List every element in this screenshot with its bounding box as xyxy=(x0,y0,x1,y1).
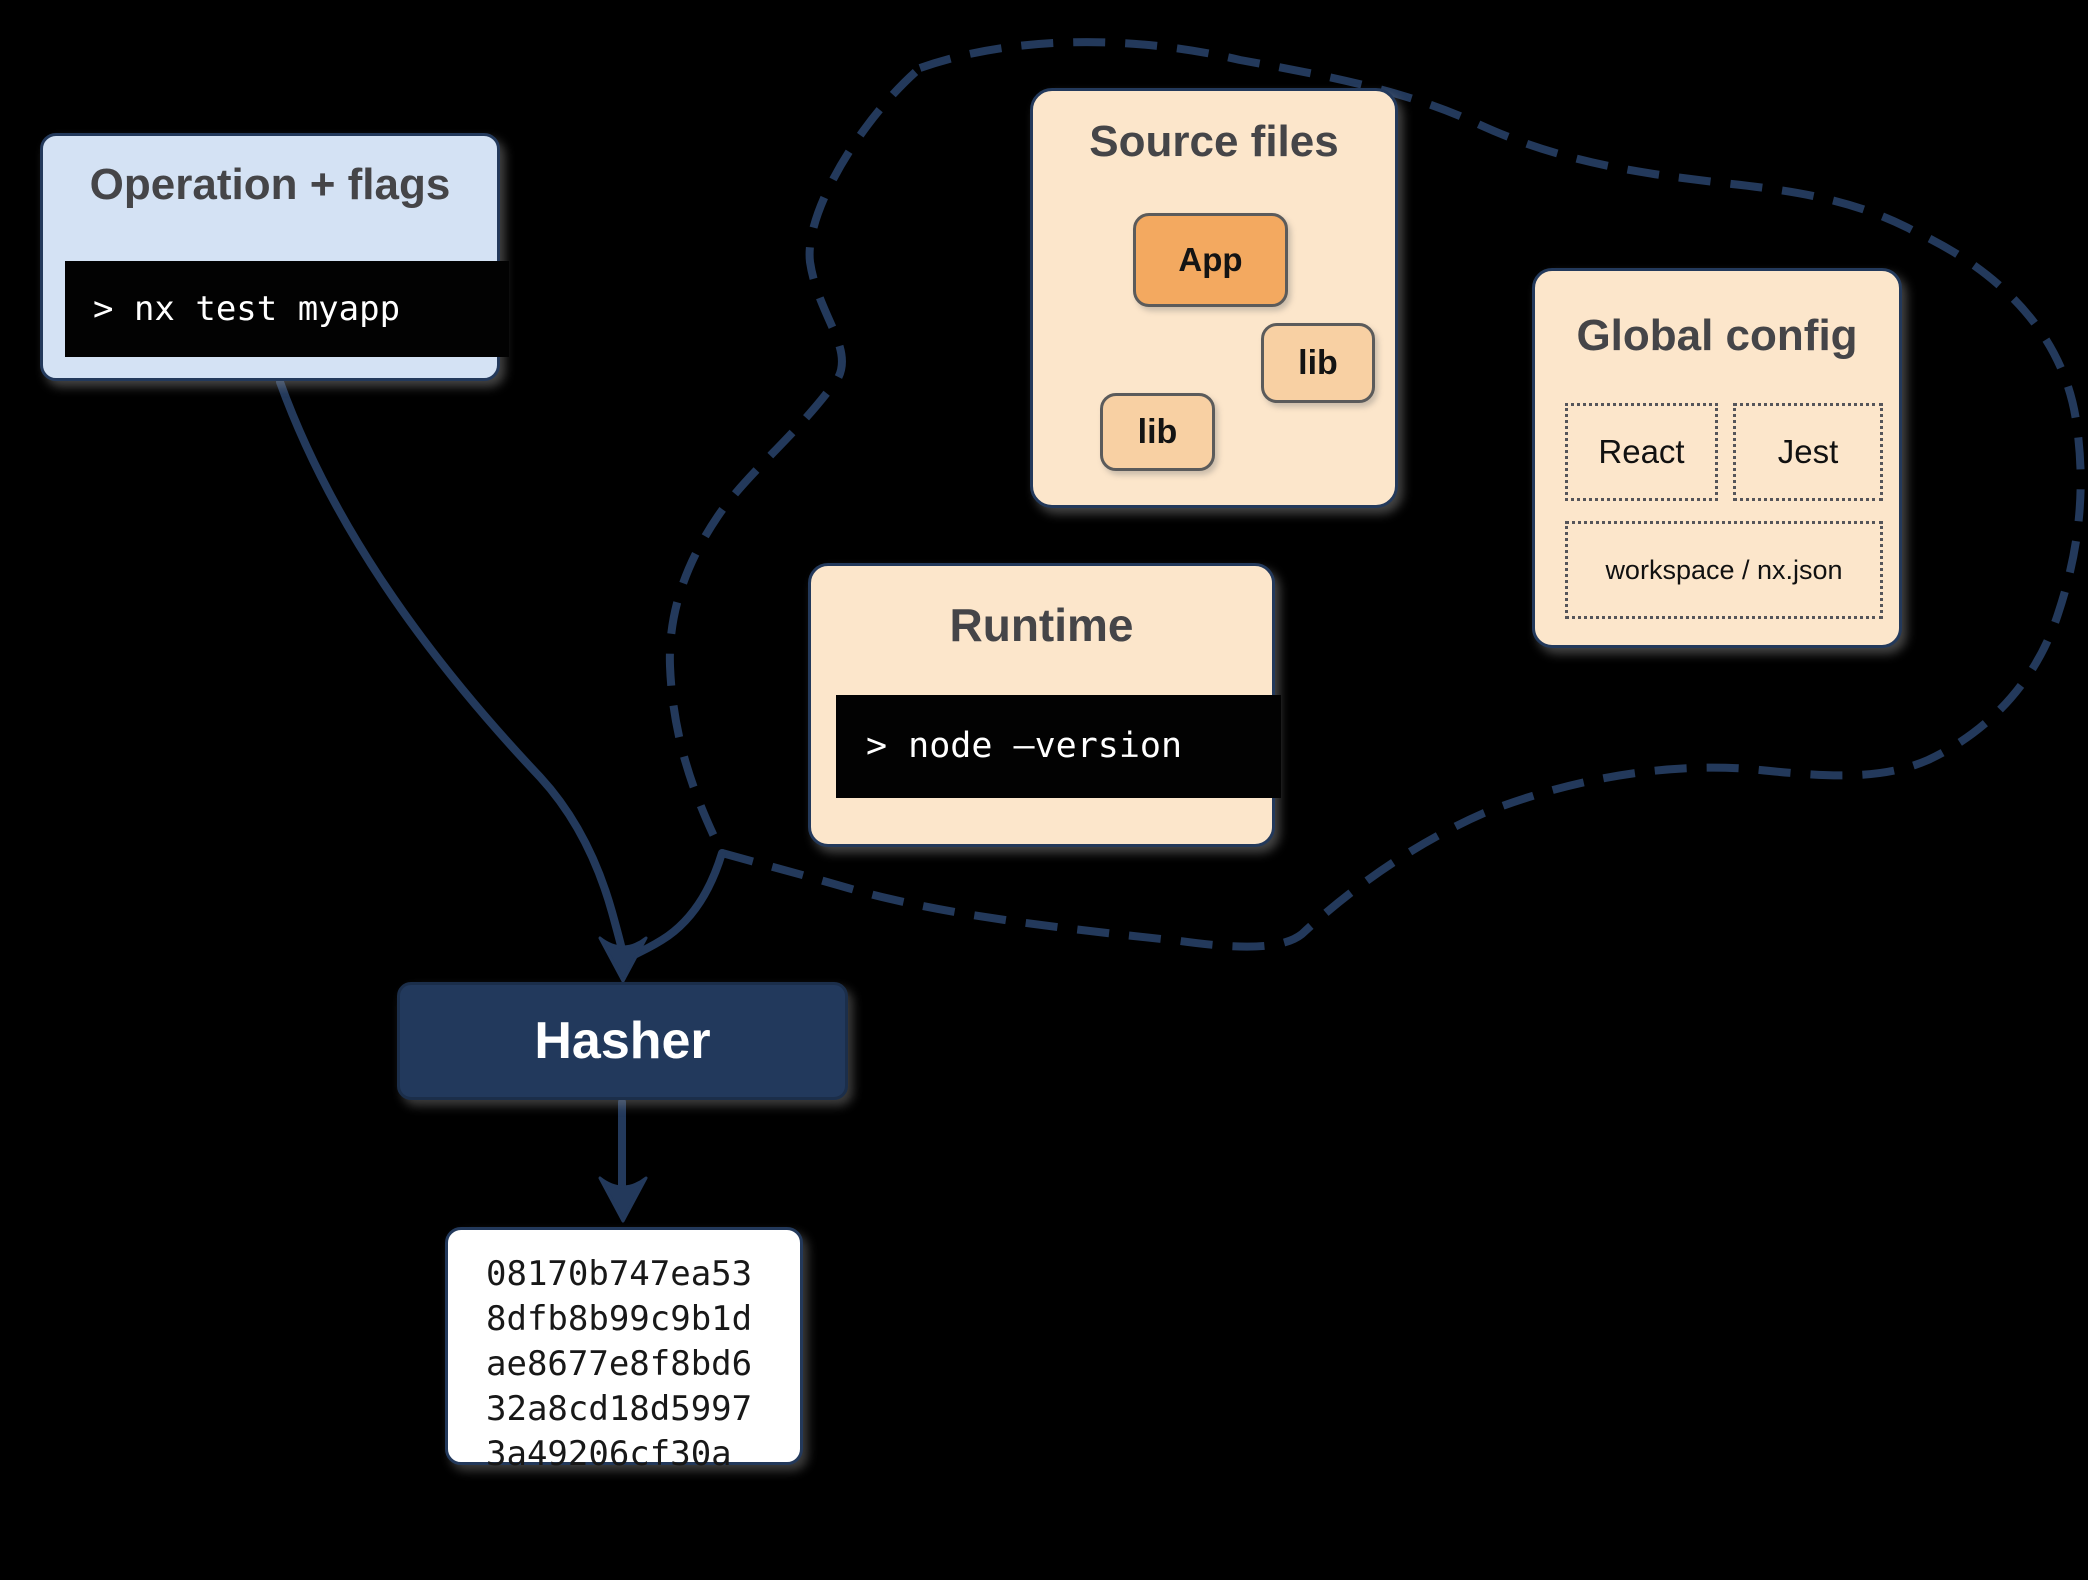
cloud-outline-dashed xyxy=(665,38,2085,951)
node-app: App xyxy=(1133,213,1288,307)
runtime-panel: Runtime > node –version xyxy=(808,563,1281,847)
runtime-title: Runtime xyxy=(949,599,1134,651)
hasher-node: Hasher xyxy=(397,982,848,1100)
node-lib-right: lib xyxy=(1261,323,1375,403)
hash-output-panel: 08170b747ea53 8dfb8b99c9b1d ae8677e8f8bd… xyxy=(445,1227,803,1474)
hash-output-value: 08170b747ea53 8dfb8b99c9b1d ae8677e8f8bd… xyxy=(486,1254,753,1474)
operation-flags-title: Operation + flags xyxy=(89,160,451,209)
node-lib-left: lib xyxy=(1100,393,1215,471)
global-config-title: Global config xyxy=(1576,311,1858,360)
source-files-title: Source files xyxy=(1089,117,1339,166)
arrowhead-into-hash xyxy=(598,1176,648,1223)
config-item-react: React xyxy=(1565,403,1718,501)
arrow-cloud-to-hasher xyxy=(632,849,726,958)
operation-flags-panel: Operation + flags > nx test myapp xyxy=(40,133,509,381)
source-files-panel: Source files App lib lib xyxy=(1030,88,1398,508)
config-item-jest: Jest xyxy=(1733,403,1883,501)
runtime-terminal: > node –version xyxy=(836,695,1281,798)
config-item-workspace-nxjson: workspace / nx.json xyxy=(1565,521,1883,619)
arrow-operation-to-hasher xyxy=(276,378,626,954)
global-config-panel: Global config React Jest workspace / nx.… xyxy=(1532,268,1902,648)
operation-terminal: > nx test myapp xyxy=(65,261,509,357)
arrowhead-into-hasher xyxy=(598,936,648,983)
